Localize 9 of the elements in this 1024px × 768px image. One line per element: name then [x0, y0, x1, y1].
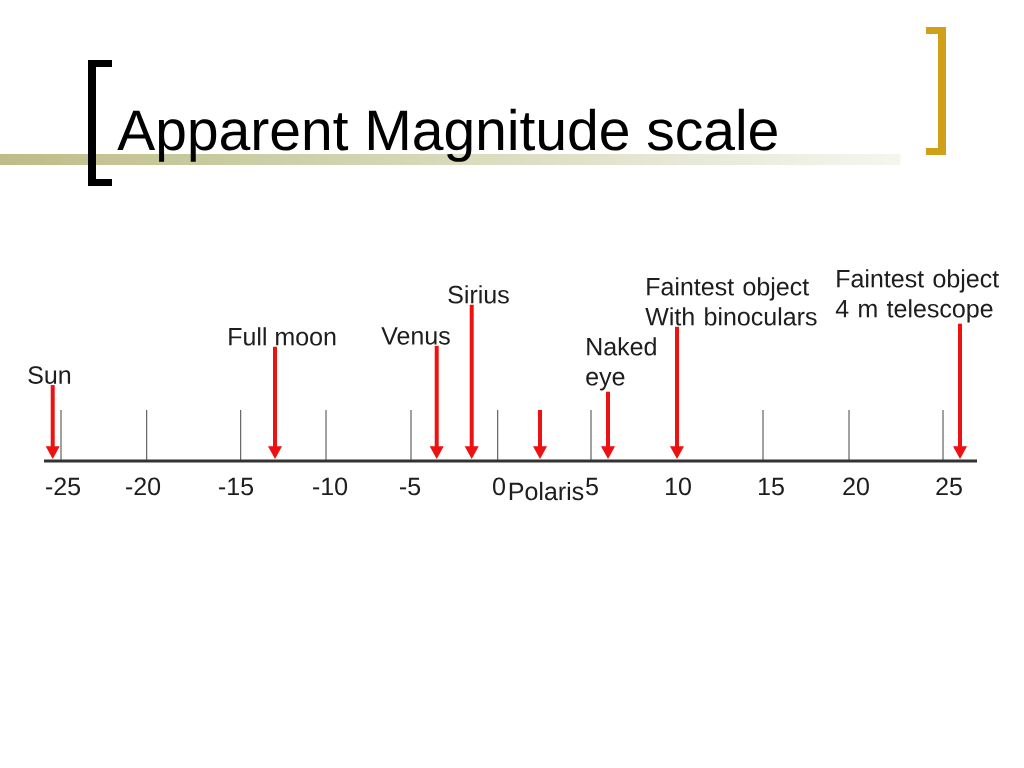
object-label: Faintest object 4 m telescope [835, 269, 999, 323]
object-label: Venus [381, 327, 450, 345]
object-label: Faintest object With binoculars [645, 277, 817, 326]
object-label: Full moon [229, 327, 336, 346]
axis-line [44, 459, 977, 463]
object-label: Naked eye [586, 337, 656, 391]
object-label: Sun [28, 366, 71, 384]
title: Apparent Magnitude scale [117, 108, 777, 162]
object-label: Sirius [448, 285, 509, 304]
